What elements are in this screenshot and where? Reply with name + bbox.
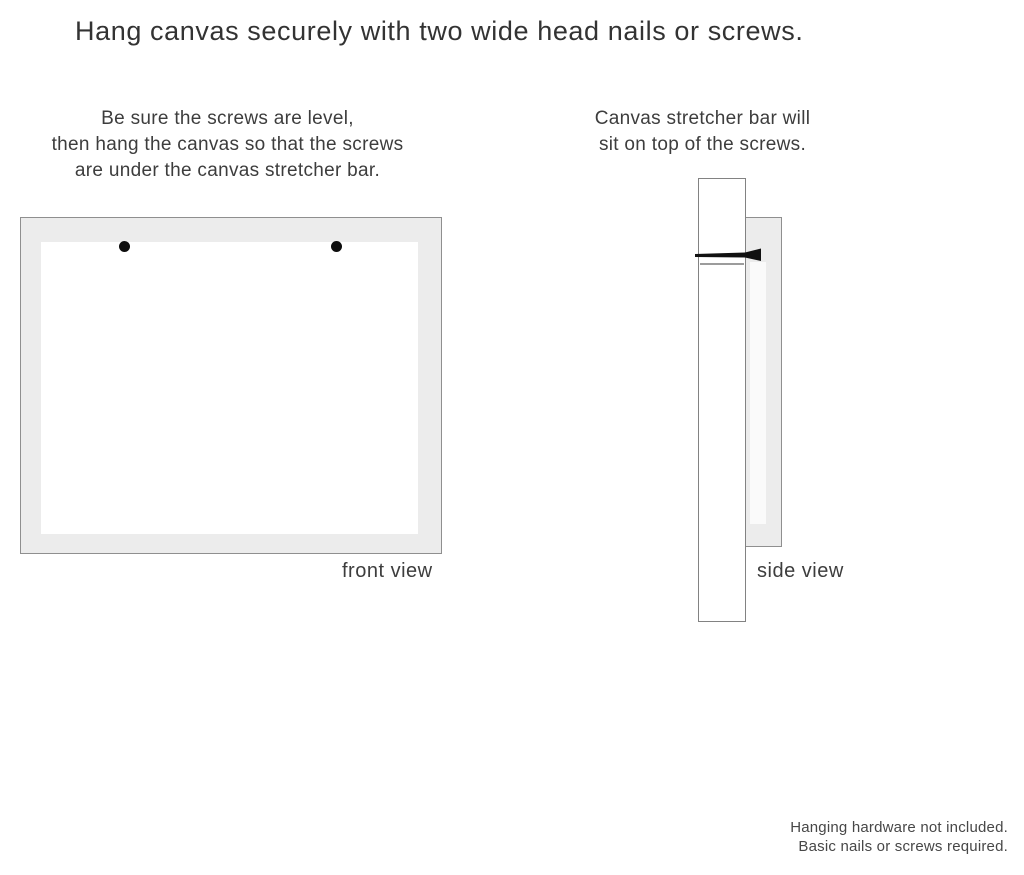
screw-dot-right: [331, 241, 342, 252]
front-view-instruction: Be sure the screws are level, then hang …: [51, 108, 404, 181]
canvas-side-inner: [750, 262, 766, 524]
canvas-inner-face: [41, 242, 418, 534]
nail-icon: [695, 248, 761, 261]
side-view-instruction: Canvas stretcher bar will sit on top of …: [594, 108, 811, 155]
page-title: Hang canvas securely with two wide head …: [75, 16, 804, 46]
canvas-side-diagram: [745, 217, 782, 547]
hardware-footnote: Hanging hardware not included. Basic nai…: [790, 819, 1008, 855]
canvas-front-diagram: [20, 217, 442, 554]
bar-seam-line: [700, 263, 744, 265]
screw-dot-left: [119, 241, 130, 252]
front-view-label: front view: [342, 560, 433, 582]
stretcher-bar-side: [698, 178, 746, 622]
side-view-label: side view: [757, 560, 844, 582]
